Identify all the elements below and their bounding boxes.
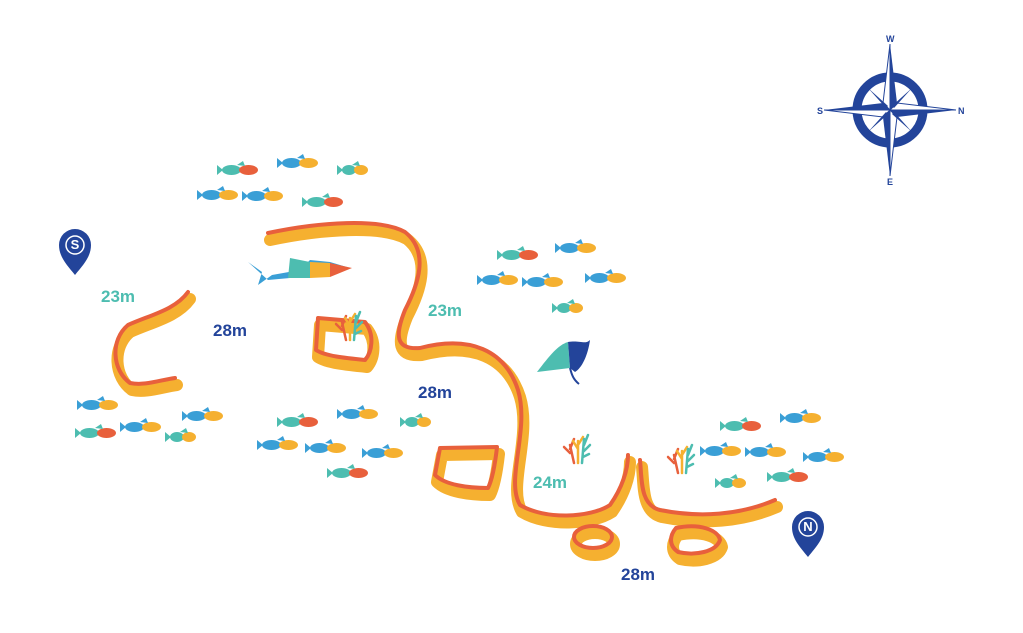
start-pin[interactable]: S	[58, 233, 92, 277]
fish-icon	[745, 443, 786, 457]
depth-label: 24m	[533, 473, 568, 492]
fish-icon	[302, 193, 343, 207]
fish-icon	[497, 246, 538, 260]
compass-label-bottom: E	[887, 177, 894, 187]
coral-icon	[562, 433, 592, 465]
fish-icon	[197, 186, 238, 200]
fish-icon	[217, 161, 258, 175]
compass-label-left: S	[817, 106, 824, 116]
fish-icon	[767, 468, 808, 482]
end-pin-label: N	[803, 519, 813, 534]
fish-icon	[362, 444, 403, 458]
depth-label: 28m	[213, 321, 248, 340]
fish-icon	[337, 161, 368, 175]
fish-icon	[477, 271, 518, 285]
whale-shark-icon	[248, 258, 352, 285]
fish-schools	[75, 154, 844, 488]
depth-label: 23m	[101, 287, 136, 306]
fish-icon	[720, 417, 761, 431]
fish-icon	[700, 442, 741, 456]
fish-icon	[715, 474, 746, 488]
fish-icon	[552, 299, 583, 313]
reef-outlines	[113, 221, 777, 556]
fish-icon	[182, 407, 223, 421]
depth-label: 23m	[428, 301, 463, 320]
corals	[334, 310, 696, 475]
fish-icon	[165, 428, 196, 442]
coral-icon	[666, 443, 696, 475]
fish-icon	[327, 464, 368, 478]
compass-label-right: N	[958, 106, 965, 116]
fish-icon	[522, 273, 563, 287]
fish-icon	[75, 424, 116, 438]
fish-icon	[803, 448, 844, 462]
fish-icon	[780, 409, 821, 423]
fish-icon	[242, 187, 283, 201]
fish-icon	[120, 418, 161, 432]
fish-icon	[257, 436, 298, 450]
fish-icon	[555, 239, 596, 253]
end-pin-shape	[792, 511, 824, 557]
fish-icon	[277, 413, 318, 427]
compass-rose-icon	[823, 43, 957, 177]
depth-label: 28m	[418, 383, 453, 402]
start-pin-label: S	[70, 237, 80, 252]
fish-icon	[277, 154, 318, 168]
fish-icon	[400, 413, 431, 427]
fish-icon	[77, 396, 118, 410]
coral-icon	[334, 310, 364, 342]
end-pin[interactable]: N	[791, 515, 825, 559]
start-pin-shape	[59, 229, 91, 275]
fish-icon	[585, 269, 626, 283]
fish-icon	[305, 439, 346, 453]
depth-label: 28m	[621, 565, 656, 584]
manta-ray-icon	[537, 340, 590, 385]
fish-icon	[337, 405, 378, 419]
compass-label-top: W	[886, 34, 895, 44]
